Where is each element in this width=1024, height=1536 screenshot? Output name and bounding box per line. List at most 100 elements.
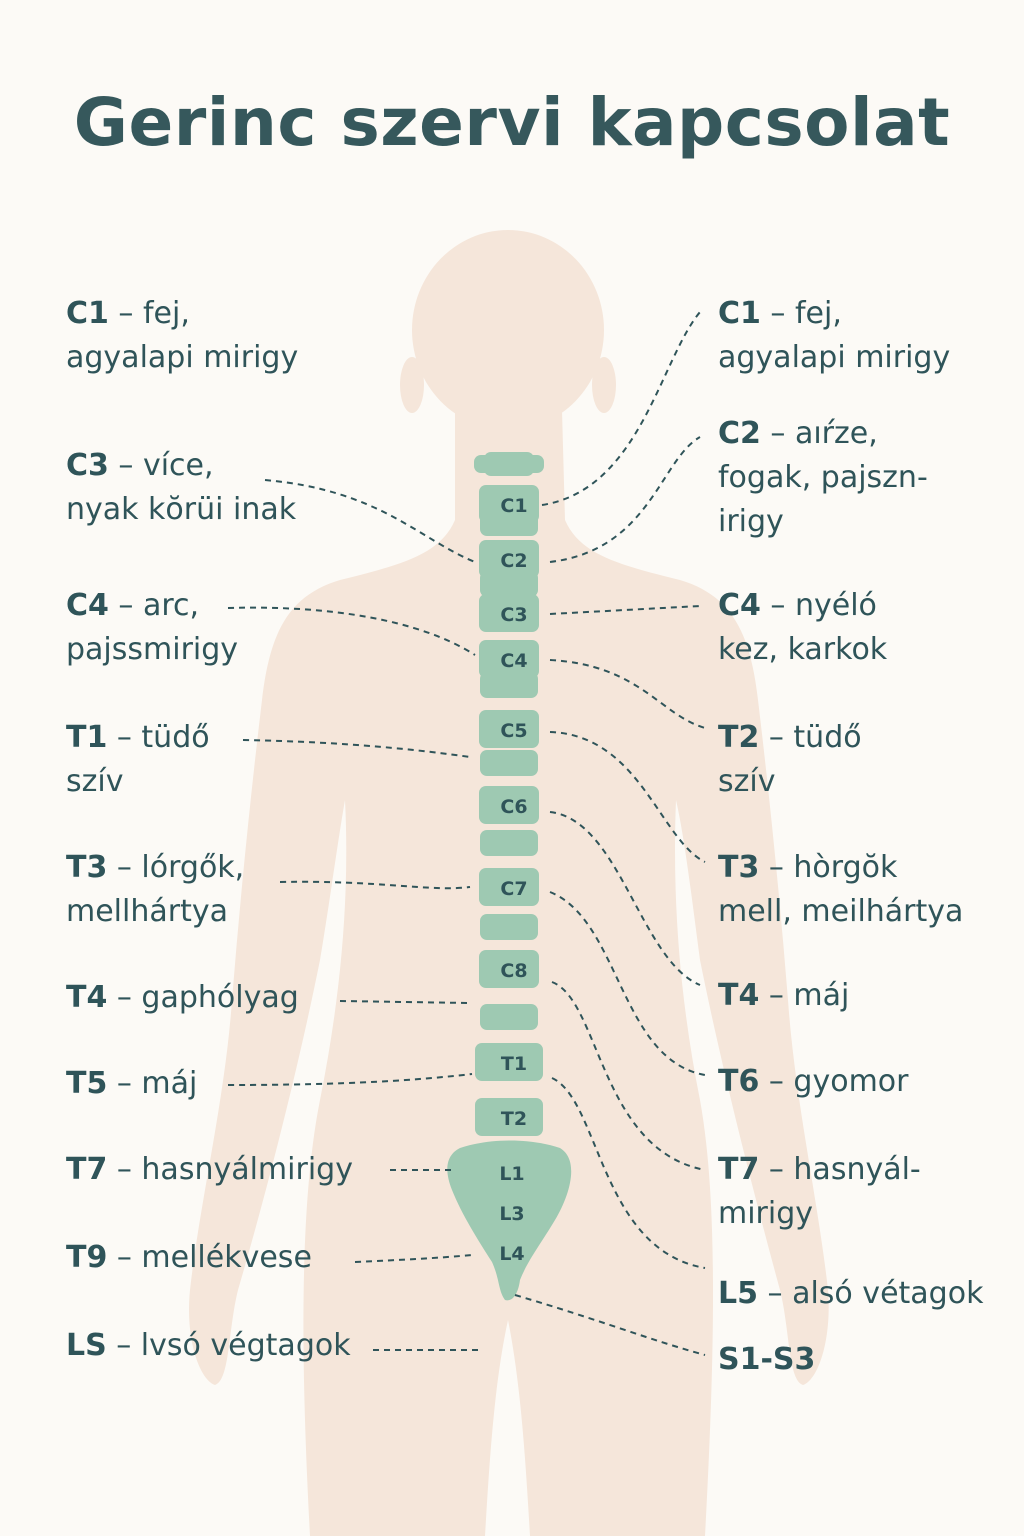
leader-right-c4 bbox=[549, 605, 701, 615]
leader-left-t5 bbox=[227, 1073, 473, 1086]
right-label-6: T6 – gyomor bbox=[718, 1060, 908, 1104]
right-label-1: C2 – aıŕze, fogak, pajszn-irigy bbox=[718, 412, 928, 544]
right-label-5: T4 – máj bbox=[718, 974, 849, 1018]
leader-right-t6 bbox=[549, 891, 706, 1076]
segment-code: C3 bbox=[66, 448, 109, 483]
leader-lines bbox=[227, 311, 706, 1356]
leader-right-t7 bbox=[551, 981, 706, 1171]
page-title: Gerinc szervi kapcsolat bbox=[73, 84, 951, 161]
vertebra bbox=[480, 750, 538, 776]
vertebra-label: C7 bbox=[500, 878, 527, 900]
leader-right-t2 bbox=[549, 659, 706, 729]
leader-right-s1s3 bbox=[514, 1294, 706, 1356]
vertebra-c1 bbox=[479, 485, 539, 523]
leader-right-l5 bbox=[551, 1077, 706, 1269]
organ-text-line3: irigy bbox=[718, 504, 784, 539]
segment-code: C4 bbox=[66, 588, 109, 623]
organ-text: – hasnyálmirigy bbox=[107, 1152, 353, 1187]
segment-code: C1 bbox=[718, 296, 761, 331]
left-label-7: T7 – hasnyálmirigy bbox=[66, 1148, 353, 1192]
organ-text: – lórgők, bbox=[107, 850, 245, 885]
organ-text: – aıŕze, bbox=[760, 416, 878, 451]
organ-text: – hasnyál- bbox=[759, 1152, 921, 1187]
segment-code: C2 bbox=[718, 416, 761, 451]
leader-right-c2 bbox=[549, 436, 701, 563]
vertebra-c8 bbox=[479, 950, 539, 988]
segment-code: T7 bbox=[66, 1152, 108, 1187]
vertebra bbox=[480, 672, 538, 698]
organ-text: – lvsó végtagok bbox=[106, 1328, 351, 1363]
right-label-9: S1-S3 bbox=[718, 1338, 815, 1382]
left-label-4: T3 – lórgők,mellhártya bbox=[66, 846, 244, 934]
leader-left-t9 bbox=[354, 1254, 473, 1263]
organ-text-line2: pajssmirigy bbox=[66, 632, 239, 667]
vertebra-t2 bbox=[475, 1098, 543, 1136]
organ-text: – gaphólyag bbox=[107, 980, 299, 1015]
vertebra-c7 bbox=[479, 868, 539, 906]
right-label-0: C1 – fej,agyalapi mirigy bbox=[718, 292, 950, 380]
vertebra bbox=[480, 914, 538, 940]
vertebra-label: C6 bbox=[500, 796, 527, 818]
head bbox=[412, 230, 604, 430]
organ-text: – gyomor bbox=[759, 1064, 909, 1099]
left-label-2: C4 – arc, pajssmirigy bbox=[66, 584, 238, 672]
vertebra-label: C1 bbox=[500, 495, 527, 517]
leader-left-c4 bbox=[227, 606, 476, 656]
organ-text: – máj bbox=[107, 1066, 198, 1101]
right-label-3: T2 – tüdő szív bbox=[718, 716, 862, 804]
segment-code: T3 bbox=[66, 850, 108, 885]
organ-text-line2: nyak kŏrüi inak bbox=[66, 492, 297, 527]
organ-text: – nyéló bbox=[760, 588, 877, 623]
segment-code: T1 bbox=[66, 720, 108, 755]
organ-text: – arc, bbox=[108, 588, 200, 623]
organ-text: – tüdő bbox=[759, 720, 862, 755]
vertebra-c4 bbox=[479, 640, 539, 678]
vertebra-label: C4 bbox=[500, 650, 527, 672]
segment-code: T5 bbox=[66, 1066, 108, 1101]
vertebra-label: C3 bbox=[500, 604, 527, 626]
left-label-9: LS – lvsó végtagok bbox=[66, 1324, 351, 1368]
right-label-4: T3 – hòrgŏk mell, meilhártya bbox=[718, 846, 963, 934]
leader-left-c3 bbox=[264, 479, 476, 563]
segment-code: LS bbox=[66, 1328, 107, 1363]
segment-code: T9 bbox=[66, 1240, 108, 1275]
left-label-1: C3 – více, nyak kŏrüi inak bbox=[66, 444, 296, 532]
right-label-8: L5 – alsó vétagok bbox=[718, 1272, 983, 1316]
leader-right-c1 bbox=[541, 311, 701, 506]
segment-code: T2 bbox=[718, 720, 760, 755]
segment-code: T6 bbox=[718, 1064, 760, 1099]
vertebra-label: C5 bbox=[500, 720, 527, 742]
vertebra-label: C8 bbox=[500, 960, 527, 982]
organ-text: – fej, bbox=[108, 296, 190, 331]
organ-text: – fej, bbox=[760, 296, 842, 331]
segment-code: C4 bbox=[718, 588, 761, 623]
organ-text: – tüdő bbox=[107, 720, 210, 755]
leader-right-t4 bbox=[549, 811, 701, 986]
organ-text-line2: szív bbox=[718, 764, 776, 799]
organ-text-line2: fogak, pajszn- bbox=[718, 460, 928, 495]
leader-left-t1 bbox=[242, 739, 471, 758]
left-label-6: T5 – máj bbox=[66, 1062, 197, 1106]
segment-code: C1 bbox=[66, 296, 109, 331]
segment-code: S1-S3 bbox=[718, 1342, 816, 1377]
organ-text-line2: agyalapi mirigy bbox=[66, 340, 299, 375]
segment-code: T3 bbox=[718, 850, 760, 885]
vertebra-label: T1 bbox=[501, 1053, 527, 1075]
vertebra-label: C2 bbox=[500, 550, 527, 572]
vertebra-c3 bbox=[479, 594, 539, 632]
left-label-5: T4 – gaphólyag bbox=[66, 976, 299, 1020]
segment-code: T4 bbox=[718, 978, 760, 1013]
leader-right-t3 bbox=[549, 731, 706, 863]
organ-text-line2: mell, meilhártya bbox=[718, 894, 964, 929]
organ-text: – hòrgŏk bbox=[759, 850, 898, 885]
segment-code: T4 bbox=[66, 980, 108, 1015]
organ-text: – více, bbox=[108, 448, 214, 483]
segment-code: L5 bbox=[718, 1276, 758, 1311]
organ-text: – mellékvese bbox=[107, 1240, 312, 1275]
organ-text-line2: mirigy bbox=[718, 1196, 814, 1231]
sacrum-label: L4 bbox=[499, 1243, 524, 1265]
sacrum bbox=[447, 1140, 572, 1301]
organ-text: – máj bbox=[759, 978, 850, 1013]
